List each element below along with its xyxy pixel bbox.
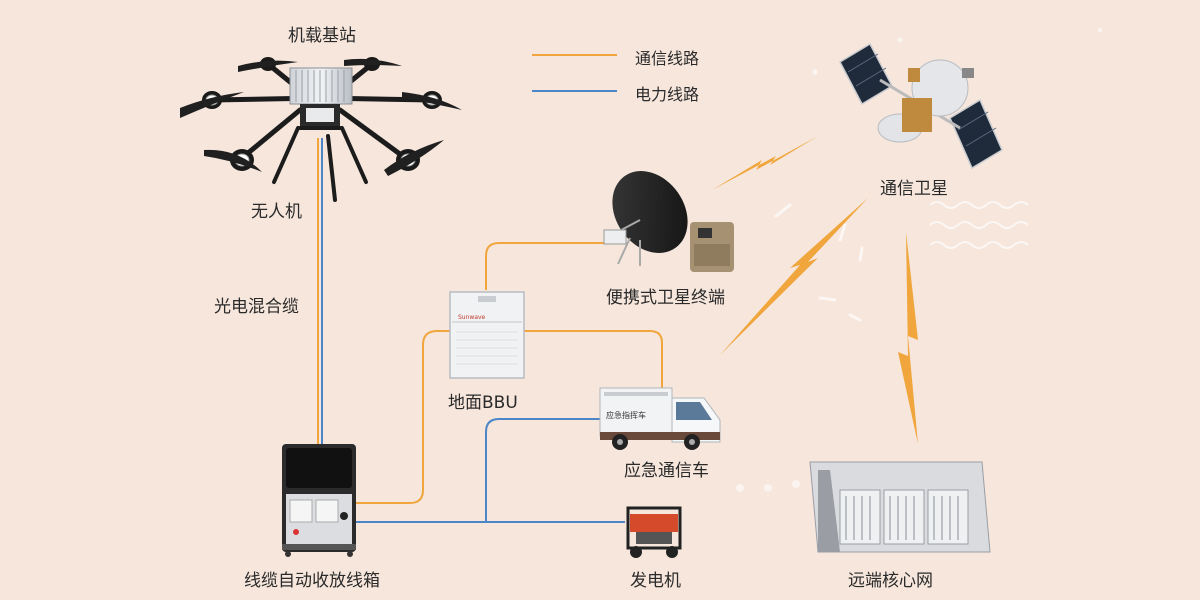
generator-illustration [626, 506, 682, 558]
ground-bbu-illustration: Sunwave [449, 291, 525, 379]
remote-core-network-illustration [809, 461, 991, 553]
decorative-rays [774, 203, 864, 322]
portable-satellite-terminal-illustration [603, 171, 734, 272]
lightning-bolts [712, 136, 918, 444]
hybrid-cable-label: 光电混合缆 [214, 297, 299, 317]
ground-bbu-label: 地面BBU [448, 393, 518, 413]
lightning-bolt-2 [720, 198, 868, 355]
drone-label: 无人机 [251, 202, 302, 222]
vehicle-side-text: 应急指挥车 [606, 410, 646, 420]
lightning-bolt-1 [712, 136, 818, 190]
cable-reel-box-illustration [282, 444, 356, 557]
remote-core-network-label: 远端核心网 [848, 571, 933, 591]
decorative-dots [736, 28, 1102, 492]
cable-reel-box-label: 线缆自动收放线箱 [244, 571, 380, 591]
comm-satellite-label: 通信卫星 [880, 179, 948, 199]
legend-comm-label: 通信线路 [635, 49, 700, 68]
legend-power-label: 电力线路 [635, 85, 700, 104]
generator-label: 发电机 [630, 571, 681, 591]
emergency-vehicle-illustration: 应急指挥车 [599, 387, 721, 450]
comm-satellite-illustration [839, 42, 1003, 170]
bbu-brand-text: Sunwave [458, 314, 486, 321]
emergency-vehicle-label: 应急通信车 [624, 461, 709, 481]
drone-illustration [180, 57, 462, 202]
lightning-bolt-3 [898, 232, 918, 444]
power-lines [321, 138, 625, 523]
portable-satellite-terminal-label: 便携式卫星终端 [606, 288, 725, 308]
airborne-base-station-label: 机载基站 [288, 26, 356, 46]
decorative-waves [929, 201, 1029, 249]
comm-lines [317, 138, 663, 504]
